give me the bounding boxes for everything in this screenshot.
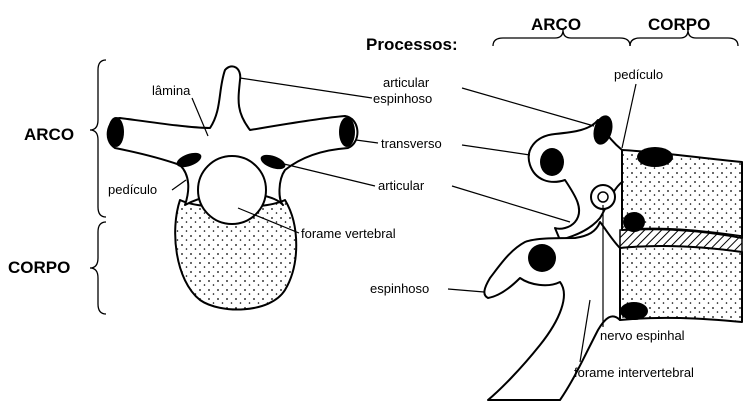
- leader-articular-espinhoso-right: [462, 88, 594, 126]
- corpo-side-label: CORPO: [8, 258, 70, 277]
- transverse-facet-right: [339, 117, 355, 147]
- lateral-facet-mid: [623, 212, 645, 232]
- lateral-corpo-label: CORPO: [648, 15, 710, 34]
- label-articular-mid: articular: [378, 178, 425, 193]
- label-forame-vertebral: forame vertebral: [301, 226, 396, 241]
- arco-brace: [90, 60, 106, 217]
- label-lamina: lâmina: [152, 83, 191, 98]
- label-espinhoso-lateral: espinhoso: [370, 281, 429, 296]
- label-pediculo-left: pedículo: [108, 182, 157, 197]
- label-articular-top: articular: [383, 75, 430, 90]
- lateral-facet-lower-pedicle: [620, 302, 648, 320]
- corpo-brace: [90, 222, 106, 314]
- label-pediculo-right: pedículo: [614, 67, 663, 82]
- label-nervo-espinhal: nervo espinhal: [600, 328, 685, 343]
- leader-pediculo-right: [622, 84, 636, 148]
- transverse-facet-left: [108, 117, 124, 147]
- nerve-foramen-core: [598, 192, 608, 202]
- forame-vertebral-hole: [198, 156, 266, 224]
- lateral-facet-lower-transverse: [528, 244, 556, 272]
- lateral-facet-transverse: [540, 148, 564, 176]
- label-forame-intervertebral: forame intervertebral: [574, 365, 694, 380]
- processos-heading: Processos:: [366, 35, 458, 54]
- leader-pediculo-left: [172, 180, 186, 190]
- leader-articular-right: [452, 186, 570, 222]
- label-espinhoso-top: espinhoso: [373, 91, 432, 106]
- leader-transverso-right: [462, 145, 530, 155]
- arco-side-label: ARCO: [24, 125, 74, 144]
- leader-articular-mid: [284, 164, 375, 186]
- leader-transverso: [356, 140, 378, 143]
- lateral-facet-upper-pedicle: [637, 147, 673, 167]
- leader-espinhoso-lateral: [448, 289, 484, 292]
- lateral-arco-label: ARCO: [531, 15, 581, 34]
- leader-espinhoso-top: [240, 78, 372, 98]
- label-transverso: transverso: [381, 136, 442, 151]
